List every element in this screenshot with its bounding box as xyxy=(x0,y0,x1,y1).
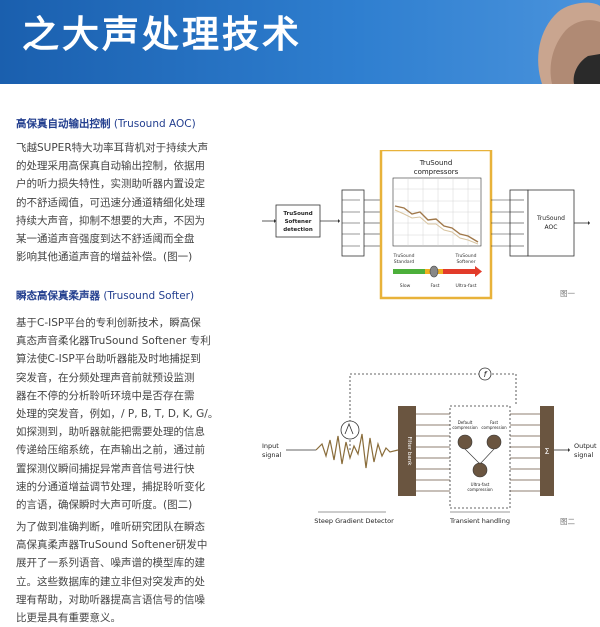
svg-text:Ultra-fast: Ultra-fast xyxy=(456,283,477,289)
sigma-block: Σ xyxy=(540,406,554,496)
figure-1-caption: 图一 xyxy=(560,289,575,298)
svg-text:Output: Output xyxy=(574,442,597,450)
svg-text:compressors: compressors xyxy=(414,168,459,176)
svg-text:compression: compression xyxy=(452,425,478,430)
person-head-photo xyxy=(538,2,600,84)
svg-text:Slow: Slow xyxy=(400,283,411,289)
paragraph-softer: 基于C-ISP平台的专利创新技术，瞬高保 真态声音柔化器TruSound Sof… xyxy=(16,317,219,512)
svg-text:TruSound: TruSound xyxy=(393,253,415,259)
svg-text:Fast: Fast xyxy=(490,420,498,425)
svg-text:signal: signal xyxy=(262,451,281,459)
softener-detection-box: TruSound Softener detection xyxy=(275,204,321,238)
f-symbol: f xyxy=(478,367,492,381)
section-heading-aoc: 高保真自动输出控制 (Trusound AOC) xyxy=(16,118,196,130)
section-heading-softer: 瞬态高保真柔声器 (Trusound Softer) xyxy=(16,290,195,302)
paragraph-research: 为了做到准确判断，唯听研究团队在瞬态 高保真柔声器TruSound Soften… xyxy=(16,521,208,625)
page-title: 之大声处理技术 xyxy=(22,13,302,56)
svg-text:Σ: Σ xyxy=(544,447,549,456)
svg-text:AOC: AOC xyxy=(545,224,558,231)
detector-circle-icon xyxy=(340,420,360,440)
svg-text:TruSound: TruSound xyxy=(455,253,477,259)
waveform-icon xyxy=(315,433,399,469)
svg-text:compression: compression xyxy=(467,487,493,492)
svg-text:Fast: Fast xyxy=(430,283,439,289)
svg-text:f: f xyxy=(484,370,488,379)
figure-2-diagram: Input signal f Filter bank Default compr… xyxy=(262,367,597,525)
svg-text:Softener: Softener xyxy=(285,219,312,225)
transient-handling-box: Default compression Fast compression Ult… xyxy=(449,405,511,509)
svg-text:Ultra-fast: Ultra-fast xyxy=(471,482,490,487)
paragraph-aoc: 飞越SUPER特大功率耳背机对于持续大声 的处理采用高保真自动输出控制，依据用 … xyxy=(16,142,209,264)
svg-text:Input: Input xyxy=(262,442,279,450)
svg-text:Filter bank: Filter bank xyxy=(406,437,412,467)
filter-bank-block: Filter bank xyxy=(398,406,416,496)
right-channel-bank xyxy=(491,189,529,257)
svg-text:Softener: Softener xyxy=(456,259,475,265)
figure-2-caption: 图二 xyxy=(560,517,575,526)
svg-text:detection: detection xyxy=(283,227,313,233)
svg-text:Default: Default xyxy=(458,420,473,425)
svg-text:TruSound: TruSound xyxy=(283,211,312,217)
detector-label: Steep Gradient Detector xyxy=(314,517,394,525)
svg-text:compression: compression xyxy=(481,425,507,430)
aoc-box: TruSound AOC xyxy=(527,189,575,257)
svg-text:Standard: Standard xyxy=(394,259,415,265)
header-banner: 之大声处理技术 xyxy=(0,0,600,84)
svg-text:TruSound: TruSound xyxy=(419,159,453,167)
svg-text:signal: signal xyxy=(574,451,593,459)
compressors-panel: TruSound compressors TruSound Standard T… xyxy=(379,150,493,300)
left-channel-bank xyxy=(341,189,365,257)
svg-text:TruSound: TruSound xyxy=(536,215,565,222)
figure-1-diagram: TruSound Softener detection TruSound com… xyxy=(262,150,590,300)
transient-label: Transient handling xyxy=(449,517,510,525)
